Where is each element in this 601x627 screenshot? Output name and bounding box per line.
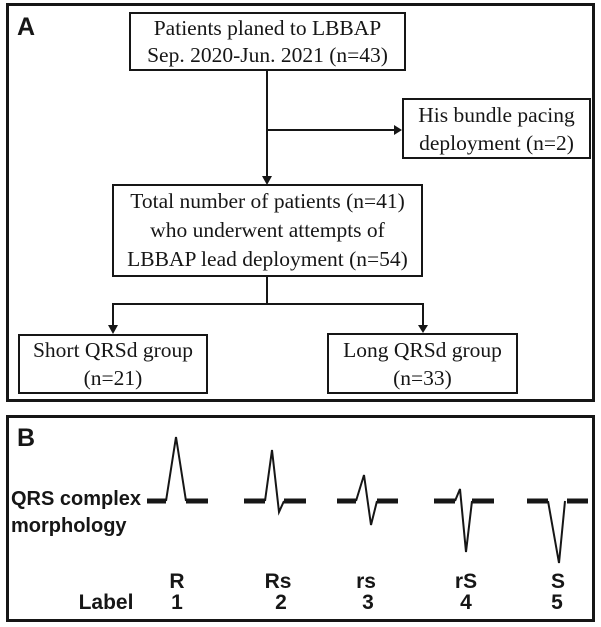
morphology-label-S: S [550,570,566,593]
flowchart-box-text-line: Total number of patients (n=41) [130,189,405,213]
flowchart-box-text-line: Sep. 2020-Jun. 2021 (n=43) [147,42,388,67]
flowchart-box-his-bundle: His bundle pacing deployment (n=2) [402,98,591,159]
flowchart-box-text-line: deployment (n=2) [419,130,574,155]
flowchart-box-text-line: Patients planed to LBBAP [153,15,382,40]
flowchart-box-long-qrsd: Long QRSd group (n=33) [327,333,518,394]
panel-b-label: B [17,424,36,452]
qrs-caption-line: QRS complex [11,488,142,510]
morphology-label-R: R [169,570,185,593]
class-number-4: 4 [460,591,472,614]
label-row-title: Label [78,591,134,614]
morphology-label-rS: rS [454,570,478,593]
class-number-5: 5 [551,591,563,614]
flowchart-box-text-line: His bundle pacing [418,102,575,127]
flowchart-box-text-line: LBBAP lead deployment (n=54) [127,247,408,271]
flowchart-box-patients-planned: Patients planed to LBBAP Sep. 2020-Jun. … [129,12,406,71]
class-number-3: 3 [362,591,374,614]
morphology-label-rs: rs [356,570,376,593]
panel-b: B [6,415,595,622]
class-number-2: 2 [275,591,287,614]
panel-a-label: A [17,13,36,41]
flowchart-box-text-line: (n=33) [393,365,452,390]
flowchart-box-text-line: Short QRSd group [32,338,194,362]
class-number-1: 1 [171,591,183,614]
flowchart-box-total-patients: Total number of patients (n=41) who unde… [112,184,423,277]
flowchart-box-short-qrsd: Short QRSd group (n=21) [18,334,208,394]
qrs-morphology-caption: QRS complex morphology [11,486,141,540]
flowchart-box-text-line: Long QRSd group [343,337,502,362]
morphology-label-Rs: Rs [264,570,292,593]
flowchart-box-text-line: (n=21) [83,366,143,390]
flowchart-box-text-line: who underwent attempts of [150,218,385,242]
qrs-caption-line: morphology [11,515,127,537]
